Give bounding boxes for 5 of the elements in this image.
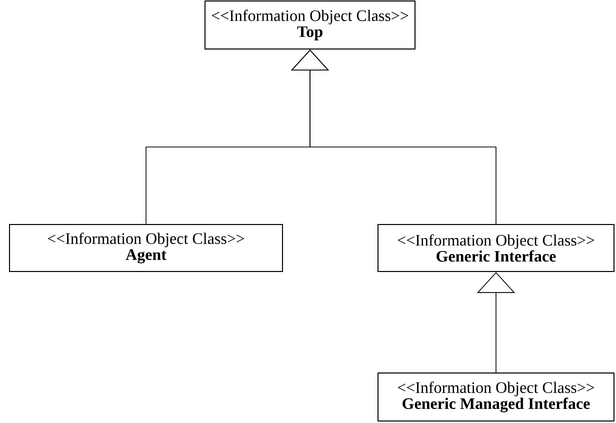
class-box: <<Information Object Class>> Generic Managed Interface [378,372,614,422]
class-box: <<Information Object Class>> Agent [9,224,283,272]
inheritance-arrow [290,50,496,224]
class-box: <<Information Object Class>> Generic Interface [378,224,614,272]
class-box: <<Information Object Class>> Top [204,0,416,50]
